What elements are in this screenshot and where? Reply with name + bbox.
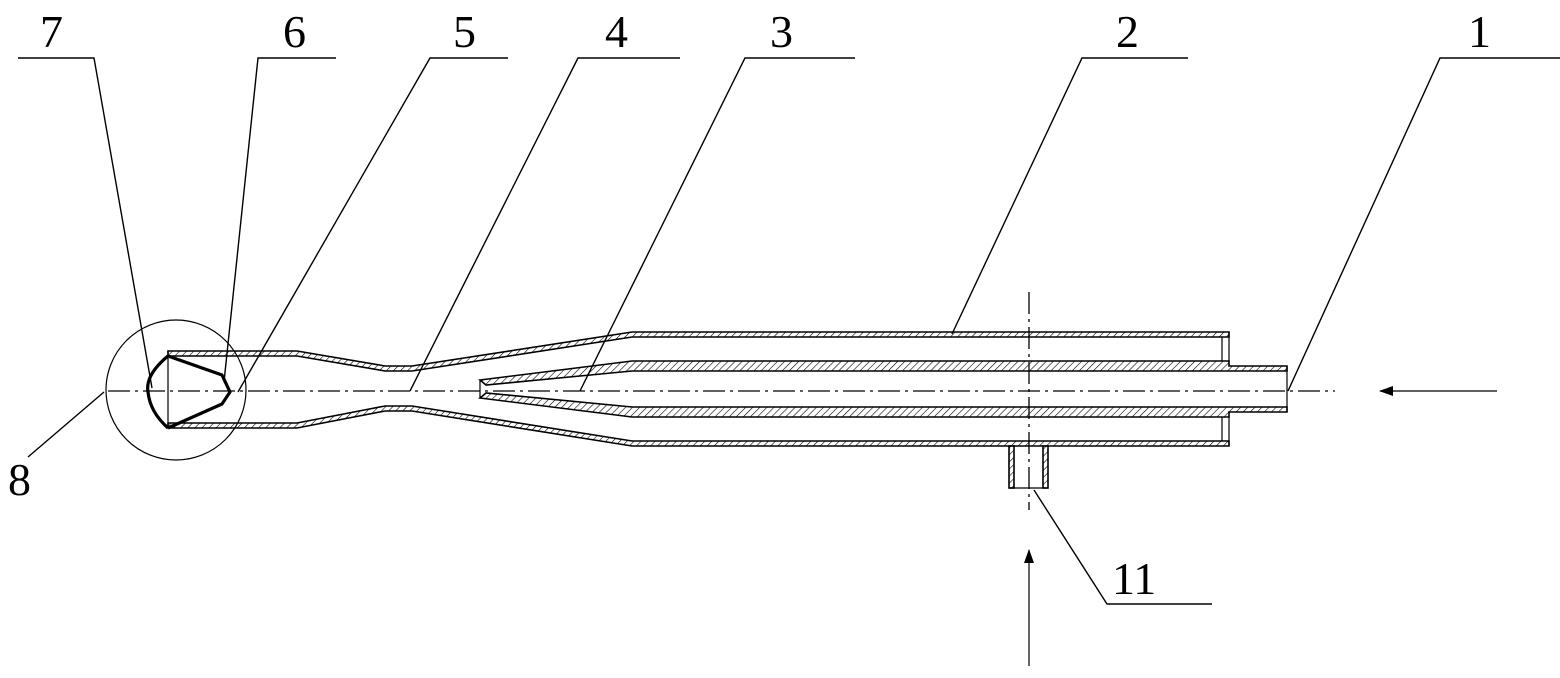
callout-11: 11	[1112, 553, 1156, 604]
leader-6	[223, 57, 336, 383]
nozzle-head	[105, 319, 247, 461]
inner-tube-bottom-wall	[478, 392, 1288, 418]
inner-tube-top-wall	[478, 360, 1288, 386]
callout-leaders	[18, 57, 1560, 605]
leader-3	[579, 57, 855, 392]
callout-4: 4	[605, 6, 628, 57]
deflector-cone-outline	[146, 354, 170, 430]
detail-circle	[105, 319, 247, 461]
inner-tube	[478, 360, 1288, 418]
callout-1: 1	[1468, 6, 1491, 57]
leader-11	[1033, 489, 1212, 605]
leader-8	[27, 391, 105, 458]
callout-labels: 1 2 3 4 5 6 7 8 11	[8, 6, 1491, 604]
side-inlet-left-wall	[1008, 445, 1015, 489]
deflector-plate-outline	[167, 354, 232, 430]
side-inlet-right-wall	[1042, 445, 1049, 489]
callout-6: 6	[283, 6, 306, 57]
callout-7: 7	[40, 6, 63, 57]
callout-8: 8	[8, 454, 31, 505]
leader-5	[237, 57, 508, 393]
leader-1	[1287, 57, 1560, 392]
leader-2	[951, 57, 1188, 335]
outer-shell	[167, 331, 1230, 447]
callout-3: 3	[770, 6, 793, 57]
leader-4	[409, 57, 680, 392]
leader-7	[18, 57, 153, 389]
callout-5: 5	[453, 6, 476, 57]
callout-2: 2	[1116, 6, 1139, 57]
